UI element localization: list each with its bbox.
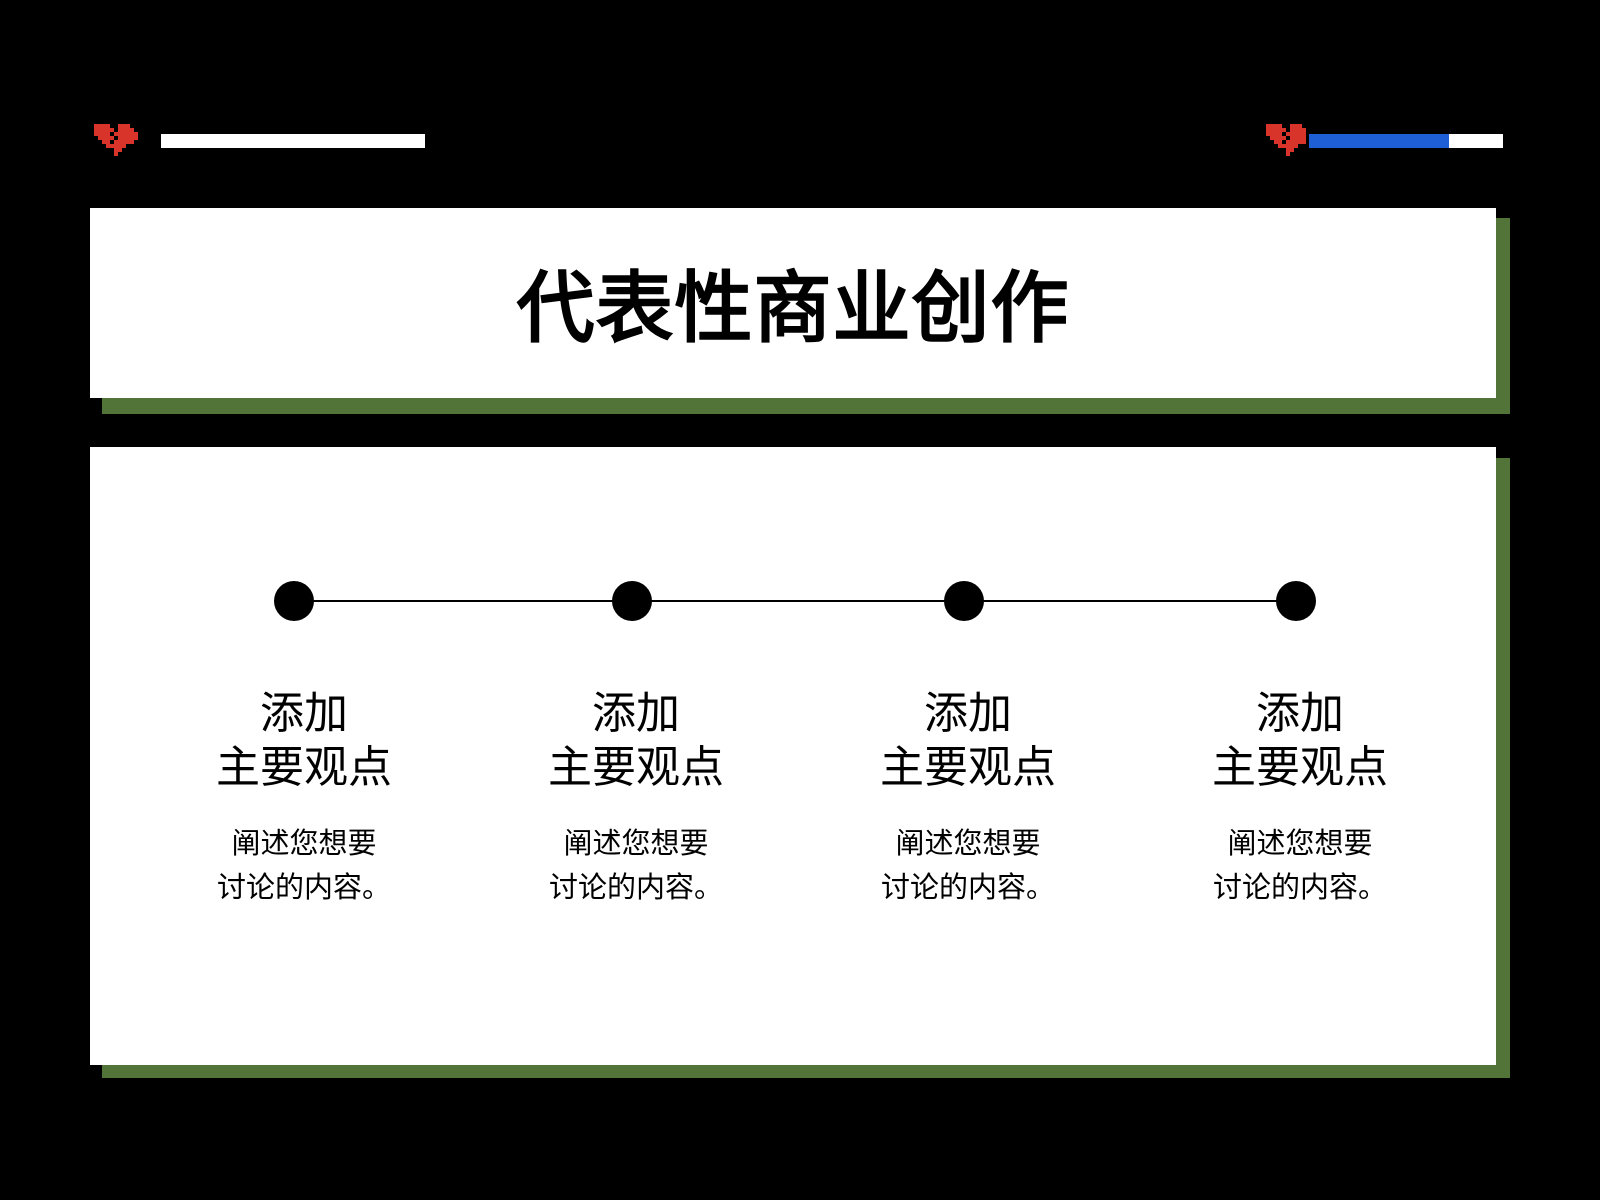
point-description: 阐述您想要 讨论的内容。 [1180,821,1420,909]
health-bar-left [94,124,434,156]
point-description: 阐述您想要 讨论的内容。 [516,821,756,909]
point-title-line: 主要观点 [1212,742,1388,793]
timeline-point-2: 添加 主要观点 阐述您想要 讨论的内容。 [516,687,756,909]
point-description-line: 讨论的内容。 [880,870,1055,904]
timeline-point-4: 添加 主要观点 阐述您想要 讨论的内容。 [1180,687,1420,909]
point-description: 阐述您想要 讨论的内容。 [184,821,424,909]
point-title-line: 添加 [1256,688,1344,739]
point-description: 阐述您想要 讨论的内容。 [848,821,1088,909]
point-description-line: 讨论的内容。 [216,870,391,904]
point-title-line: 添加 [260,688,348,739]
timeline-point-1: 添加 主要观点 阐述您想要 讨论的内容。 [184,687,424,909]
point-description-line: 阐述您想要 [1227,826,1373,860]
point-description-line: 讨论的内容。 [1212,870,1387,904]
timeline-point-3: 添加 主要观点 阐述您想要 讨论的内容。 [848,687,1088,909]
point-description-line: 阐述您想要 [231,826,377,860]
timeline-dot [274,581,314,621]
page-title: 代表性商业创作 [516,264,1070,354]
point-title-line: 主要观点 [216,742,392,793]
point-description-line: 阐述您想要 [563,826,709,860]
point-description-line: 阐述您想要 [895,826,1041,860]
content-panel: 添加 主要观点 阐述您想要 讨论的内容。 添加 主要观点 阐述您想要 讨论的内容… [90,447,1496,1065]
point-title-line: 主要观点 [880,742,1056,793]
title-panel: 代表性商业创作 [90,208,1496,398]
point-description-line: 讨论的内容。 [548,870,723,904]
timeline-line [294,600,1294,602]
health-bar-track [1306,130,1506,152]
timeline-dot [612,581,652,621]
point-title-line: 添加 [924,688,1012,739]
point-title-line: 添加 [592,688,680,739]
health-bar-fill [1309,134,1449,148]
point-title: 添加 主要观点 [516,687,756,795]
point-title: 添加 主要观点 [848,687,1088,795]
timeline-dot [1276,581,1316,621]
health-bar-background [1309,134,1503,148]
point-title: 添加 主要观点 [1180,687,1420,795]
point-title: 添加 主要观点 [184,687,424,795]
broken-heart-icon [94,124,138,156]
health-bar-track [158,130,428,152]
health-bar-right [1266,124,1506,156]
broken-heart-icon [1266,124,1310,156]
point-title-line: 主要观点 [548,742,724,793]
timeline-dot [944,581,984,621]
health-bar-background [161,134,425,148]
